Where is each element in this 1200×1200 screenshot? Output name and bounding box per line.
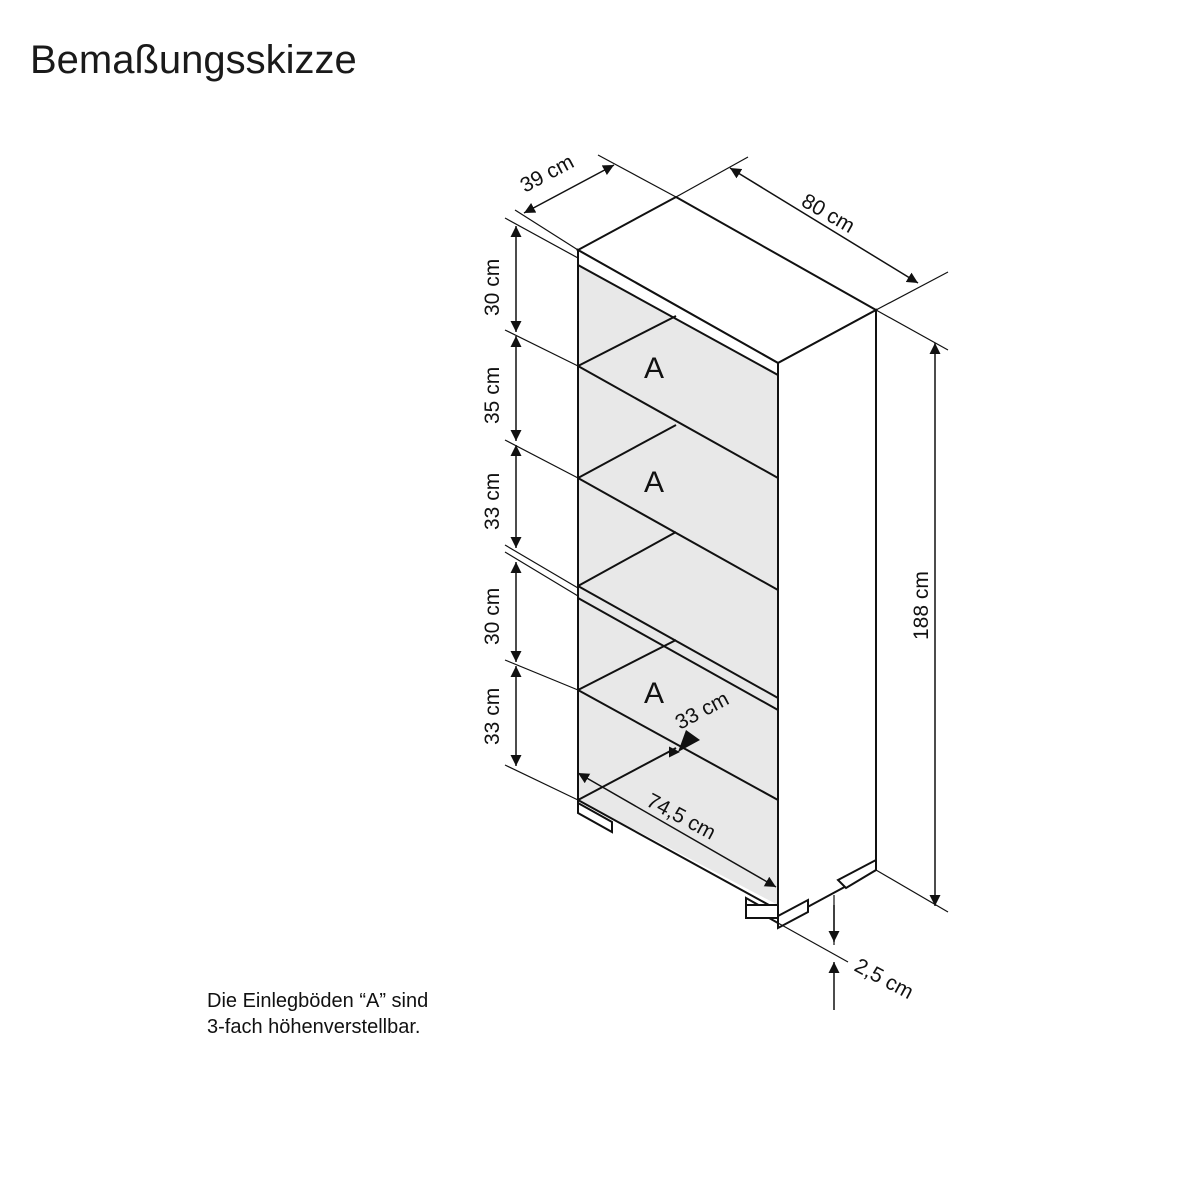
adjustable-shelves-note: Die Einlegböden “A” sind 3-fach höhenver…: [207, 988, 428, 1040]
depth-dimension-line: [523, 164, 615, 214]
foot-front-right-block: [745, 904, 779, 919]
foot-side: [777, 898, 809, 930]
depth-label: 39 cm: [517, 150, 578, 197]
note-line-1: Die Einlegböden “A” sind: [207, 990, 429, 1012]
inner-width-dimension-line: [577, 772, 777, 888]
compartment-1-label: 30 cm: [481, 259, 504, 316]
note-line-2: 3-fach höhenverstellbar.: [207, 1016, 421, 1038]
shelf-depth-arrow: [678, 730, 700, 752]
compartment-2-label: 35 cm: [481, 367, 504, 424]
shelf-label-a-1: A: [644, 352, 664, 385]
shelf-interior: [578, 265, 778, 905]
foot-height-label: 2,5 cm: [851, 954, 917, 1004]
height-label: 188 cm: [910, 571, 933, 640]
right-side-panel: [777, 308, 877, 925]
width-dimension-line: [729, 167, 919, 284]
shelf-label-a-2: A: [644, 466, 664, 499]
dimension-lines: [510, 164, 941, 1010]
width-label: 80 cm: [798, 189, 859, 238]
page-title: Bemaßungsskizze: [30, 38, 357, 82]
shelf-label-a-3: A: [644, 677, 664, 710]
compartment-4-label: 30 cm: [481, 588, 504, 645]
compartment-3-label: 33 cm: [481, 473, 504, 530]
compartment-5-label: 33 cm: [481, 688, 504, 745]
